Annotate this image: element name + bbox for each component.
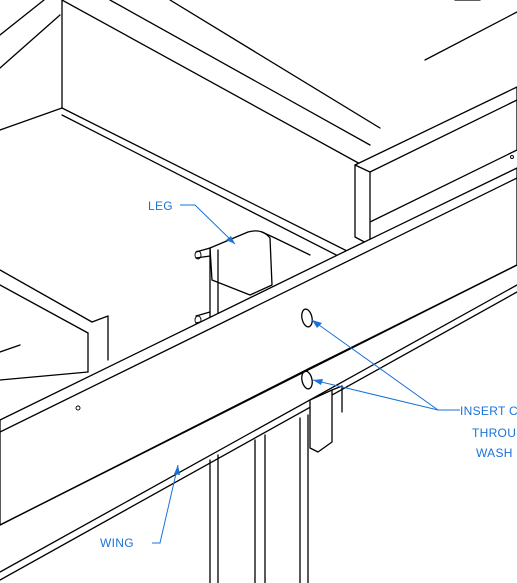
insert-label-line3: WASH [476,446,513,460]
wing-callout: WING [100,464,180,550]
wing-label: WING [100,536,134,550]
bolt-hole-upper [301,308,313,328]
lower-uprights [209,385,343,583]
leg-callout: LEG [148,199,236,245]
insert-callout: INSERT C THROU WASH [311,319,517,460]
insert-label-line1: INSERT C [460,404,517,418]
left-box [0,269,109,381]
leg-label: LEG [148,199,173,213]
insert-label-line2: THROU [472,426,516,440]
upper-frame [0,0,517,263]
wing [0,167,517,581]
bolt-hole-lower [301,370,313,390]
